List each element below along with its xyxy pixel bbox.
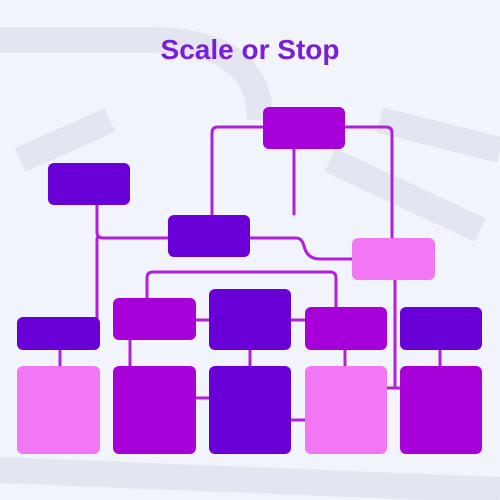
connector-left-to-mid [95, 203, 170, 240]
node-row2-col5 [400, 307, 482, 350]
watermark-stroke [0, 27, 273, 121]
watermark-stroke [324, 148, 486, 242]
node-row2-col1 [17, 317, 100, 350]
node-row2-col3 [209, 289, 291, 350]
connector-bus-row2 [145, 270, 338, 310]
connector-top-to-mid [210, 125, 264, 217]
node-row2-col2 [113, 298, 196, 340]
node-top [263, 107, 345, 149]
diagram-title: Scale or Stop [160, 34, 340, 65]
node-row3-col3 [209, 366, 291, 454]
node-pink-right [352, 238, 435, 280]
node-row3-col1 [17, 366, 100, 454]
node-middle [168, 215, 250, 257]
node-left-top [48, 163, 130, 205]
connector-mid-to-pink [247, 236, 354, 261]
watermark-stroke [376, 107, 500, 163]
connector-top-to-pink [343, 125, 394, 242]
watermark-stroke [0, 457, 500, 500]
node-row3-col5 [400, 366, 482, 454]
node-row3-col2 [113, 366, 196, 454]
watermark-stroke [14, 108, 116, 172]
node-row3-col4 [305, 366, 387, 454]
node-row2-col4 [305, 307, 387, 350]
